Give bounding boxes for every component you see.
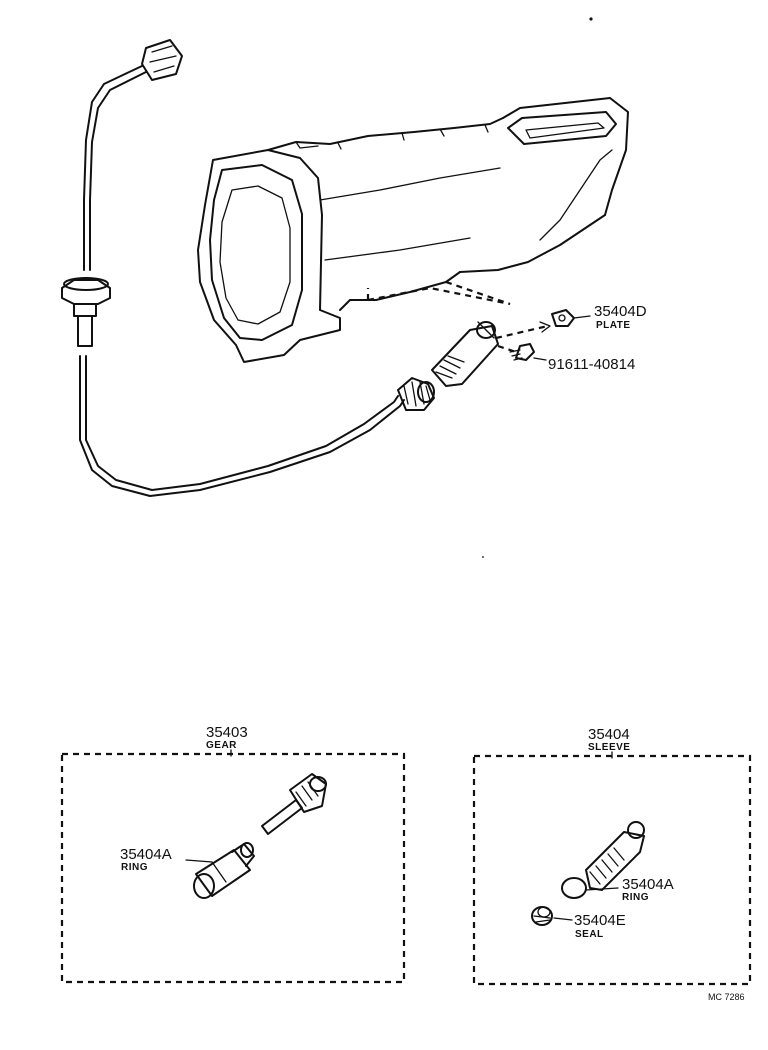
sleeve-ring-name: RING [622,892,649,903]
gear-ring-number: 35404A [120,846,172,863]
leader-arrow [539,321,551,333]
diagram-code: MC 7286 [708,992,745,1002]
gear-ring-name: RING [121,862,148,873]
gear-group-number: 35403 [206,724,248,741]
sleeve-ring-number: 35404A [622,876,674,893]
leader-plate [495,324,549,340]
speck [589,17,593,21]
sleeve-group: 35404 SLEEVE 35404A RING 35404E SEAL [472,726,752,986]
sleeve-group-frame [472,754,752,986]
sleeve-installed [431,321,499,387]
plate-name: PLATE [596,320,631,331]
gear-ring-sleeve [193,842,255,899]
speck [482,556,484,558]
seal-part [531,906,553,926]
plate-number: 35404D [594,303,647,320]
seal-number: 35404E [574,912,626,929]
speedometer-cable [61,39,435,497]
bolt-number: 91611-40814 [548,356,635,373]
sleeve-group-name: SLEEVE [588,742,630,753]
seal-name: SEAL [575,929,604,940]
sleeve-group-number: 35404 [588,726,630,743]
o-ring-part [561,877,587,899]
callout-plate: 35404D PLATE [573,303,647,331]
bolt-part [509,343,535,361]
driven-gear [261,773,327,835]
callout-bolt: 91611-40814 [533,356,635,373]
sleeve-part [585,821,645,891]
transmission-case [197,97,629,363]
gear-group-name: GEAR [206,740,237,751]
gear-group-frame [60,752,406,984]
plate-part [551,309,575,327]
gear-group: 35403 GEAR 35404A RING [60,724,406,984]
